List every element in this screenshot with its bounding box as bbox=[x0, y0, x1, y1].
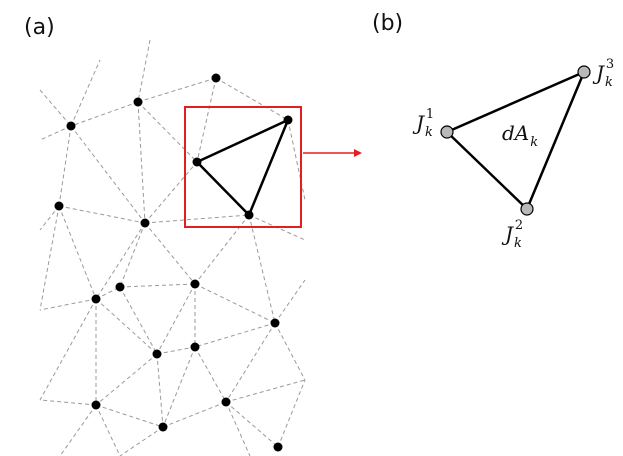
mesh-edge bbox=[225, 401, 279, 448]
mesh-edge bbox=[144, 222, 196, 285]
mesh-edge bbox=[274, 322, 306, 381]
vertex-label-1: Jk1 bbox=[412, 107, 434, 140]
panel-b-label: (b) bbox=[372, 11, 403, 36]
selected-node bbox=[192, 157, 202, 167]
mesh-edge bbox=[119, 283, 196, 288]
mesh-edge bbox=[137, 77, 217, 103]
selected-element bbox=[195, 118, 290, 217]
selected-node bbox=[283, 115, 293, 125]
vertex-label-2: Jk2 bbox=[501, 218, 523, 251]
mesh-edge bbox=[95, 404, 121, 456]
mesh-edge bbox=[156, 346, 196, 355]
mesh-edge bbox=[248, 214, 276, 324]
zoom-box bbox=[184, 106, 302, 228]
selected-node bbox=[244, 210, 254, 220]
mesh-edge bbox=[59, 404, 97, 456]
mesh-edge bbox=[39, 205, 60, 311]
mesh-node bbox=[211, 73, 221, 83]
mesh-edge bbox=[277, 379, 306, 448]
mesh-edge bbox=[39, 298, 97, 401]
panel-a-label: (a) bbox=[24, 15, 55, 40]
mesh-edge bbox=[196, 77, 217, 163]
mesh-edge bbox=[225, 322, 276, 403]
mesh-edge bbox=[95, 298, 158, 355]
zoomed-triangle bbox=[445, 70, 586, 211]
mesh-node bbox=[221, 397, 231, 407]
mesh-edge bbox=[39, 205, 60, 231]
mesh-node bbox=[273, 442, 283, 452]
mesh-edge bbox=[162, 401, 227, 428]
mesh-edge bbox=[144, 214, 250, 224]
arrow-right-icon bbox=[303, 149, 362, 157]
mesh-node bbox=[190, 279, 200, 289]
mesh-edge bbox=[225, 401, 251, 456]
mesh-edge bbox=[39, 298, 97, 311]
mesh-edge bbox=[274, 279, 306, 324]
mesh-edge bbox=[119, 222, 146, 288]
mesh-edge bbox=[58, 125, 72, 207]
vertex-node-2 bbox=[520, 202, 534, 216]
mesh-edge bbox=[70, 101, 139, 127]
mesh-panel bbox=[39, 39, 306, 456]
mesh-node bbox=[133, 97, 143, 107]
mesh-node bbox=[54, 201, 64, 211]
mesh-edge bbox=[39, 399, 97, 406]
mesh-edge bbox=[70, 59, 101, 127]
mesh-edge bbox=[39, 89, 72, 127]
mesh-edge bbox=[287, 119, 306, 201]
mesh-edge bbox=[39, 125, 72, 141]
mesh-edge bbox=[70, 125, 146, 224]
mesh-node bbox=[270, 318, 280, 328]
mesh-edge bbox=[137, 101, 198, 163]
vertex-label-3: Jk3 bbox=[592, 57, 614, 90]
mesh-edge bbox=[58, 205, 97, 300]
mesh-node bbox=[91, 294, 101, 304]
vertex-node-1 bbox=[440, 125, 454, 139]
mesh-node bbox=[115, 282, 125, 292]
area-label: dAk bbox=[502, 121, 538, 150]
mesh-node bbox=[91, 400, 101, 410]
mesh-node bbox=[66, 121, 76, 131]
mesh-edge bbox=[194, 283, 276, 324]
mesh-node bbox=[152, 349, 162, 359]
mesh-edge bbox=[137, 39, 151, 103]
mesh-node bbox=[140, 218, 150, 228]
mesh-nodes bbox=[54, 73, 283, 452]
mesh-edge bbox=[95, 353, 158, 406]
mesh-edge bbox=[144, 161, 198, 224]
mesh-edge bbox=[58, 205, 146, 224]
mesh-edge bbox=[119, 286, 158, 355]
mesh-edge bbox=[215, 77, 289, 121]
mesh-edges bbox=[39, 39, 306, 456]
mesh-node bbox=[190, 342, 200, 352]
mesh-edge bbox=[156, 353, 164, 428]
mesh-edge bbox=[95, 222, 146, 300]
mesh-edge bbox=[194, 346, 227, 403]
mesh-edge bbox=[194, 214, 250, 285]
mesh-edge bbox=[95, 404, 164, 428]
vertex-node-3 bbox=[577, 65, 591, 79]
mesh-edge bbox=[156, 283, 196, 355]
mesh-edge bbox=[119, 426, 164, 456]
mesh-edge bbox=[194, 322, 276, 348]
mesh-edge bbox=[137, 101, 146, 224]
mesh-edge bbox=[162, 346, 196, 428]
zoomed-element: Jk1 Jk2 Jk3 dAk bbox=[412, 57, 614, 251]
mesh-node bbox=[158, 422, 168, 432]
